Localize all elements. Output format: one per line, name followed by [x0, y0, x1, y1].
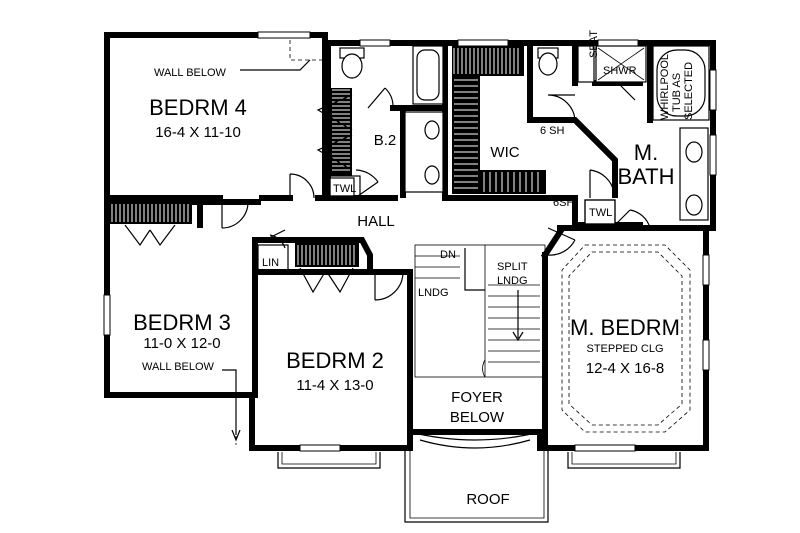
label-whirlpool-line3: SELECTED	[683, 62, 695, 120]
room-name-bedrm4: BEDRM 4	[149, 95, 247, 120]
label-twl-left: TWL	[333, 183, 356, 195]
room-name-bath2: B.2	[374, 132, 397, 149]
linen-closet	[257, 244, 289, 271]
staircase	[414, 244, 546, 378]
label-shwr: SHWR	[603, 65, 637, 77]
room-name-wic: WIC	[490, 144, 519, 161]
label-split: SPLIT	[497, 261, 528, 273]
label-wall-below-top: WALL BELOW	[154, 67, 227, 79]
room-name-roof: ROOF	[466, 491, 509, 508]
room-dim-bedrm4: 16-4 X 11-10	[155, 124, 241, 141]
room-name-mbath-line2: BATH	[617, 164, 674, 189]
room-name-foyer-line2: BELOW	[450, 409, 505, 426]
label-lndg: LNDG	[418, 287, 449, 299]
room-note-stepped-clg: STEPPED CLG	[586, 343, 663, 355]
label-dn: DN	[440, 249, 456, 261]
front-roof	[404, 431, 549, 523]
label-whirlpool-line2: TUB AS	[671, 73, 683, 112]
label-seat: SEAT	[588, 30, 600, 58]
door-swings	[221, 69, 651, 301]
bay-window-projections	[277, 452, 681, 469]
closet-hatch-lines	[111, 48, 539, 265]
room-name-mbedrm: M. BEDRM	[570, 315, 680, 340]
closet-doors	[124, 94, 354, 294]
label-lin: LIN	[262, 257, 279, 269]
wall-below-markers	[222, 40, 325, 445]
label-split-lndg: LNDG	[497, 275, 528, 287]
room-dim-bedrm2: 11-4 X 13-0	[296, 377, 373, 394]
label-6sh-top: 6 SH	[540, 125, 565, 137]
room-name-bedrm3: BEDRM 3	[133, 310, 231, 335]
room-name-bedrm2: BEDRM 2	[286, 348, 384, 373]
room-dim-mbedrm: 12-4 X 16-8	[586, 360, 664, 377]
room-dim-bedrm3: 11-0 X 12-0	[143, 335, 220, 352]
stepped-ceiling-outline	[561, 244, 691, 433]
room-name-mbath-line1: M.	[634, 140, 658, 165]
towel-closets	[329, 175, 616, 225]
room-name-hall: HALL	[357, 213, 395, 230]
label-twl-right: TWL	[589, 207, 612, 219]
label-whirlpool-line1: WHIRLPOOL	[659, 54, 671, 120]
label-6sh-mid: 6SH	[553, 197, 574, 209]
room-name-foyer-line1: FOYER	[451, 389, 503, 406]
label-wall-below-left: WALL BELOW	[142, 361, 215, 373]
